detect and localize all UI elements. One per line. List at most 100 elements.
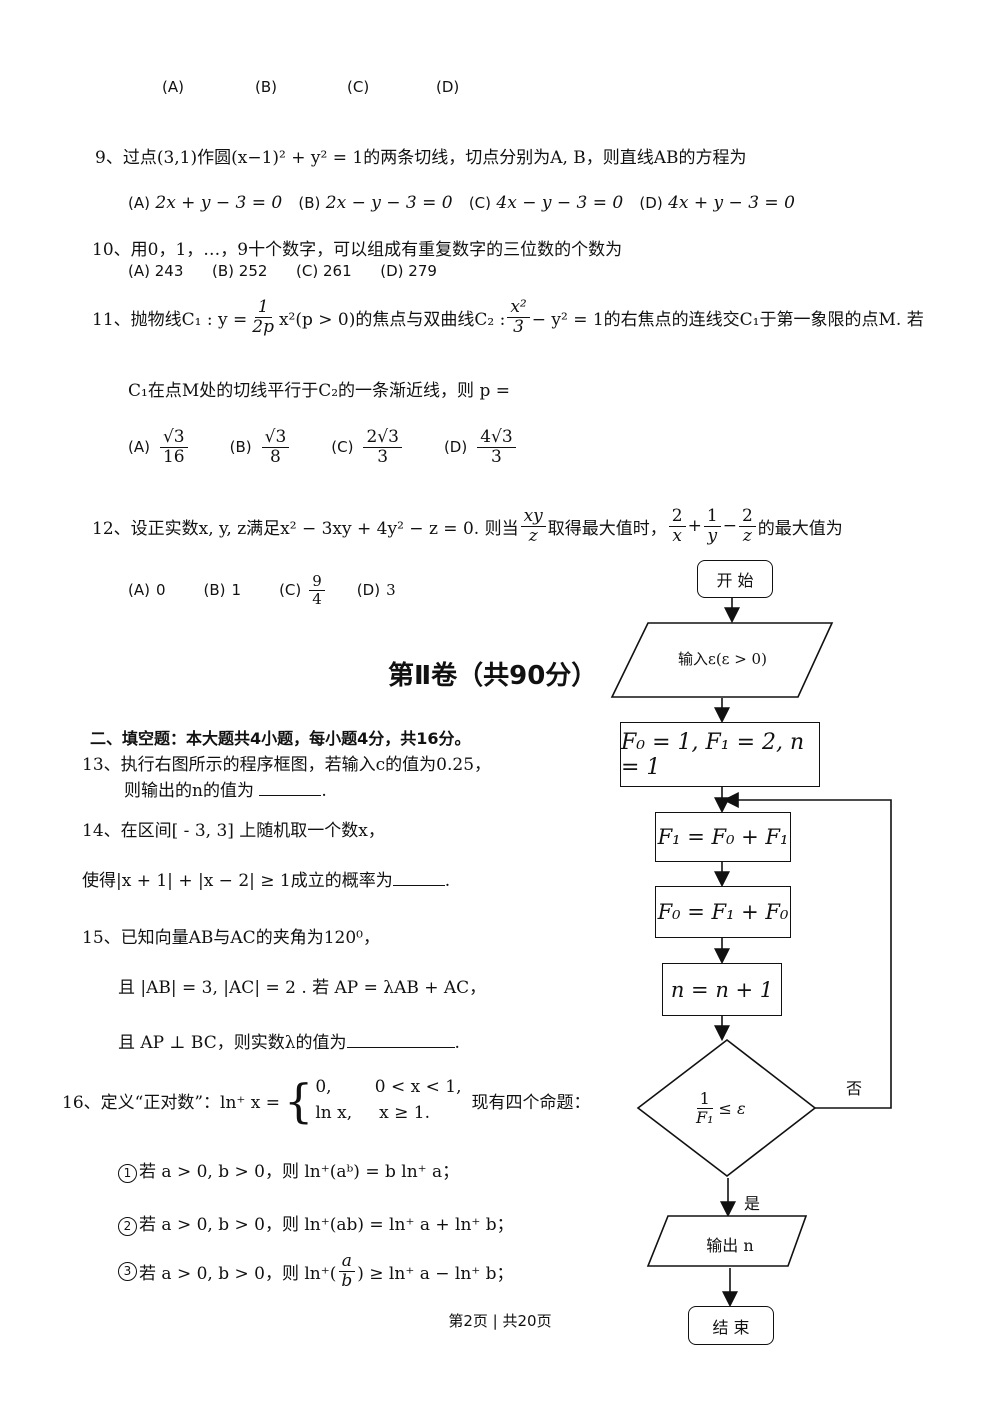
question-number: 11、 xyxy=(92,309,131,330)
denominator: x xyxy=(672,525,682,546)
case-2: ln x, x ≥ 1. xyxy=(315,1102,430,1123)
denominator: z xyxy=(742,525,752,546)
denominator: F₁ xyxy=(696,1107,714,1127)
answer-blank[interactable] xyxy=(346,1047,455,1048)
question-text-part2: x²(p > 0)的焦点与双曲线C₂ : xyxy=(278,309,506,330)
flowchart-output-label: 输出 n xyxy=(706,1236,754,1255)
question-text: 过点(3,1)作圆(x−1)² + y² = 1的两条切线，切点分别为A, B，… xyxy=(122,148,747,168)
denominator: z xyxy=(528,525,538,546)
question-text: 在区间[ - 3, 3] 上随机取一个数x， xyxy=(120,821,385,841)
question-text: 用0，1，…，9十个数字，可以组成有重复数字的三位数的个数为 xyxy=(130,240,623,260)
option-value: 243 xyxy=(154,262,184,280)
question-text-part3: 的最大值为 xyxy=(757,518,843,539)
option-value: 261 xyxy=(323,262,352,280)
option-label: (A) xyxy=(128,581,150,599)
option-value: 3 xyxy=(386,581,396,599)
denominator: 3 xyxy=(491,446,502,467)
proposition-text: ) ≥ ln⁺ a − ln⁺ b； xyxy=(357,1263,514,1284)
section-title: 第Ⅱ卷（共90分） xyxy=(388,661,598,691)
loop-back-arrow xyxy=(722,792,892,1109)
question-number: 14、 xyxy=(82,821,121,841)
question-number: 13、 xyxy=(82,755,121,775)
numerator: 4√3 xyxy=(477,428,516,448)
denominator: b xyxy=(341,1270,353,1291)
question-11-line2: C₁在点M处的切线平行于C₂的一条渐近线，则 p = xyxy=(128,381,510,401)
numerator: x² xyxy=(507,298,530,318)
option-label: (C) xyxy=(279,581,302,599)
question-9: 9、过点(3,1)作圆(x−1)² + y² = 1的两条切线，切点分别为A, … xyxy=(95,143,747,168)
question-number: 9、 xyxy=(95,148,123,168)
question-text-part3: − y² = 1的右焦点的连线交C₁于第一象限的点M. 若 xyxy=(531,309,924,330)
fill-in-header: 二、填空题：本大题共4小题，每小题4分，共16分。 xyxy=(90,729,471,748)
question-12: 12、 设正实数x, y, z满足x² − 3xy + 4y² − z = 0.… xyxy=(92,507,843,545)
numerator: 9 xyxy=(309,573,325,591)
question-10-options: (A) 243 (B) 252 (C) 261 (D) 279 xyxy=(128,262,437,280)
output-parallelogram xyxy=(646,1215,808,1267)
condition-diamond xyxy=(636,1038,817,1178)
numerator: 2 xyxy=(668,507,686,527)
option-value: 4x + y − 3 = 0 xyxy=(668,193,795,213)
question-text-part1: 设正实数x, y, z满足x² − 3xy + 4y² − z = 0. 则当 xyxy=(130,518,519,539)
option-label: (A) xyxy=(128,262,150,280)
question-text: 已知向量AB与AC的夹角为120⁰， xyxy=(120,928,380,948)
option-label: (B) xyxy=(212,262,234,280)
circled-number: 1 xyxy=(118,1164,137,1183)
piecewise-cases: 0, 0 < x < 1, ln x, x ≥ 1. xyxy=(315,1075,461,1126)
denominator: 8 xyxy=(270,446,281,467)
answer-blank[interactable] xyxy=(259,795,322,796)
numerator: 1 xyxy=(696,1090,713,1109)
option-label: (A) xyxy=(128,438,150,457)
case-1: 0, 0 < x < 1, xyxy=(315,1077,462,1097)
denominator: y xyxy=(707,525,718,546)
option-value: 4x − y − 3 = 0 xyxy=(496,193,624,213)
question-text-part1: 抛物线C₁ : y = xyxy=(130,309,248,330)
option-value: 1 xyxy=(231,581,242,599)
question-10: 10、用0，1，…，9十个数字，可以组成有重复数字的三位数的个数为 xyxy=(92,235,622,260)
numerator: √3 xyxy=(261,428,290,448)
flowchart-input-label: 输入ε(ε > 0) xyxy=(678,650,767,668)
option-value: 279 xyxy=(408,262,437,280)
option-label: (B) xyxy=(203,581,226,599)
answer-blank[interactable] xyxy=(392,885,445,886)
option-value: 2x − y − 3 = 0 xyxy=(325,193,453,213)
plus-sign: + xyxy=(687,516,702,537)
denominator: 3 xyxy=(513,316,524,337)
brace: { xyxy=(284,1073,314,1128)
question-number: 12、 xyxy=(92,518,131,539)
flowchart-init: F₀ = 1, F₁ = 2, n = 1 xyxy=(620,722,820,787)
option-label: (C) xyxy=(468,194,491,212)
question-text-part2: 取得最大值时， xyxy=(547,518,667,539)
option-label: (A) xyxy=(128,194,150,212)
question-13: 13、执行右图所示的程序框图，若输入c的值为0.25， xyxy=(82,750,491,775)
question-text: 且 AP ⊥ BC，则实数λ的值为 xyxy=(118,1033,347,1053)
question-text: 使得|x + 1| + |x − 2| ≥ 1成立的概率为 xyxy=(82,871,393,891)
option-label: (C) xyxy=(331,438,354,457)
numerator: 1 xyxy=(254,298,272,318)
denominator: 4 xyxy=(312,589,322,608)
option-a-label: (A) xyxy=(162,78,184,96)
denominator: 2p xyxy=(252,316,274,337)
option-label: (D) xyxy=(380,262,404,280)
option-value: 2x + y − 3 = 0 xyxy=(155,193,283,213)
option-label: (D) xyxy=(443,438,468,457)
option-b-label: (B) xyxy=(255,78,277,96)
question-16: 16、 定义“正对数”：ln⁺ x = { 0, 0 < x < 1, ln x… xyxy=(62,1075,591,1126)
question-text-prefix: 定义“正对数”：ln⁺ x = xyxy=(100,1093,281,1113)
numerator: 1 xyxy=(703,507,721,527)
denominator: 3 xyxy=(377,446,389,467)
